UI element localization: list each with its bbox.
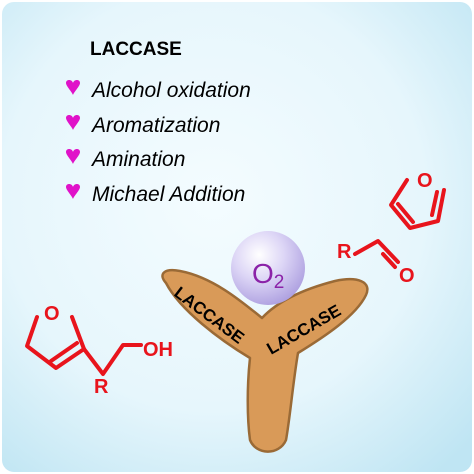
product-carbonyl-oxygen: O	[399, 265, 415, 287]
enzyme-shape	[161, 269, 369, 453]
oxygen-molecule: O2	[231, 231, 305, 305]
bullet-list: Alcohol oxidation Aromatization Aminatio…	[66, 79, 251, 206]
product-r-group: R	[337, 241, 352, 263]
heart-icon	[66, 80, 80, 95]
product-carbonyl-double	[381, 252, 397, 269]
product-double-bond-a	[396, 202, 415, 224]
product-molecule	[353, 178, 446, 269]
bullet-text: Michael Addition	[92, 183, 245, 206]
bullet-item: Aromatization	[66, 114, 220, 137]
substrate-double-bond	[49, 341, 79, 363]
heart-icon	[66, 184, 80, 199]
bullet-item: Michael Addition	[66, 183, 245, 206]
product-ring-oxygen: O	[417, 170, 433, 192]
substrate-molecule	[25, 315, 143, 376]
oxygen-sphere	[231, 231, 305, 305]
product-ring	[389, 178, 446, 230]
oxygen-element: O	[252, 258, 274, 289]
oxygen-label: O2	[252, 258, 284, 293]
substrate-r-group: R	[94, 376, 109, 398]
product-chain	[353, 239, 400, 264]
substrate-chain	[82, 343, 143, 376]
heart-icon	[66, 115, 80, 130]
heart-icon	[66, 149, 80, 164]
product-double-bond-b	[430, 190, 439, 217]
bullet-text: Aromatization	[90, 114, 220, 137]
panel-title: LACCASE	[90, 39, 182, 60]
substrate-hydroxyl: OH	[143, 339, 173, 361]
bullet-item: Alcohol oxidation	[66, 79, 251, 102]
bullet-text: Alcohol oxidation	[90, 79, 251, 102]
substrate-ring	[25, 315, 86, 370]
oxygen-subscript: 2	[274, 272, 285, 293]
bullet-text: Amination	[90, 148, 185, 171]
substrate-ring-oxygen: O	[44, 303, 60, 325]
bullet-item: Amination	[66, 148, 185, 171]
